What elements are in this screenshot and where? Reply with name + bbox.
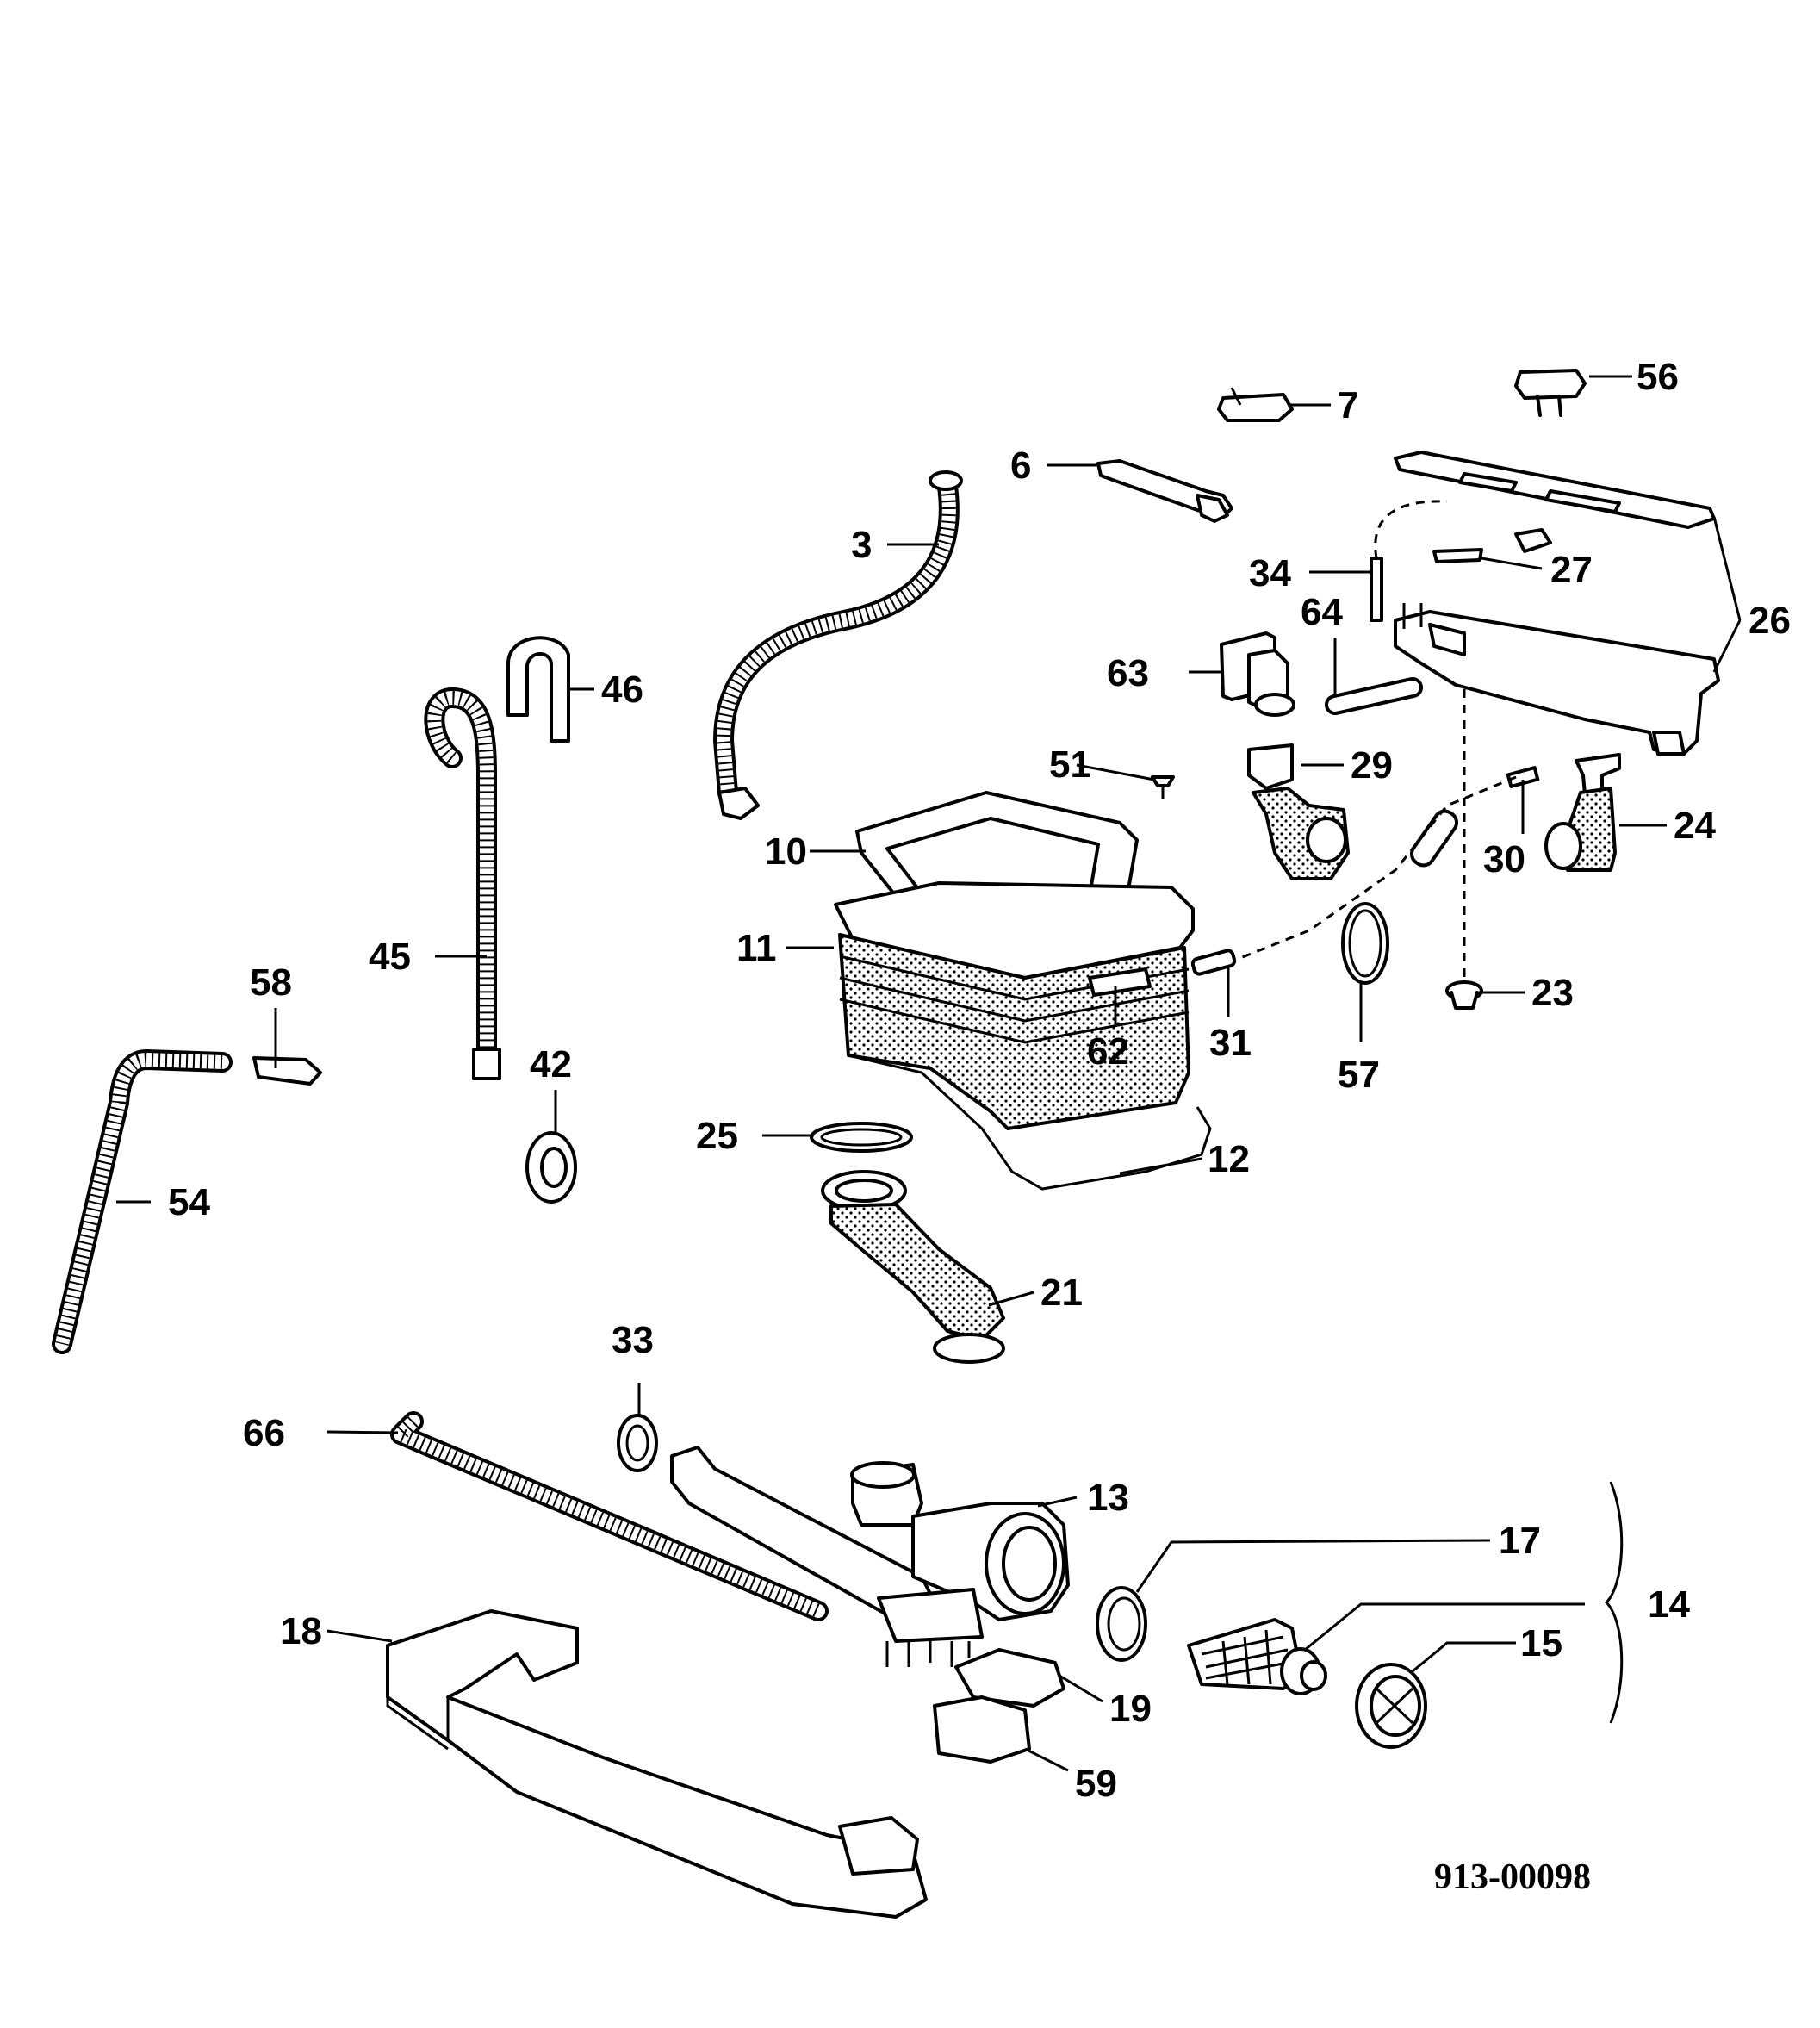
callout-6: 6 [1010,445,1031,487]
callout-25: 25 [696,1115,738,1157]
part-23-plug [1445,980,1483,1010]
part-63-valve [1220,631,1295,717]
part-54-pipe [52,1049,233,1354]
part-14-filter [1187,1618,1327,1695]
callout-58: 58 [250,961,292,1004]
callout-63: 63 [1107,652,1149,694]
part-21-sump-hose [821,1170,1005,1364]
part-26-dispenser-lid [1394,451,1716,529]
part-56-clip [1514,369,1587,417]
callout-59: 59 [1075,1763,1117,1805]
part-64-hose [1325,677,1423,715]
callout-66: 66 [243,1412,285,1454]
part-34-rod [1370,557,1383,622]
callout-64: 64 [1301,591,1343,633]
callout-13: 13 [1087,1477,1129,1519]
callout-27: 27 [1550,549,1593,591]
callout-29: 29 [1351,744,1393,787]
part-57-clamp [1341,902,1389,985]
callout-45: 45 [369,936,411,978]
callout-12: 12 [1208,1138,1250,1180]
part-58-clip [252,1056,322,1086]
callout-62: 62 [1087,1030,1129,1073]
document-number: 913-00098 [1434,1857,1591,1897]
callout-26: 26 [1749,600,1791,642]
part-26-dispenser-body [1394,603,1720,756]
part-29-bellows [1247,743,1350,880]
dash-line-30-31 [1239,775,1517,960]
part-46-hose-hook [506,636,570,743]
callout-15: 15 [1520,1622,1562,1664]
part-13-pump [670,1446,1070,1667]
callout-18: 18 [280,1610,322,1652]
part-18-base [386,1609,928,1919]
callout-30: 30 [1483,838,1525,880]
callout-57: 57 [1338,1054,1380,1096]
callout-24: 24 [1674,805,1716,847]
callout-11: 11 [736,927,777,969]
part-3-inlet-hose [713,470,963,820]
callout-23: 23 [1531,972,1574,1014]
part-27-clips [1432,528,1552,563]
part-66-tube [388,1411,829,1621]
part-59-bracket [933,1695,1031,1764]
callout-56: 56 [1637,356,1679,398]
part-7-clip [1217,387,1294,422]
part-15-cap [1355,1663,1427,1749]
callout-34: 34 [1249,552,1291,594]
callout-7: 7 [1338,384,1358,426]
part-6-lever [1096,459,1233,523]
callout-46: 46 [601,669,643,711]
callout-33: 33 [612,1319,654,1361]
part-45-drain-hose [424,687,501,1080]
part-33-ring [617,1414,658,1472]
dash-line-26-34 [1374,500,1448,559]
brace-14 [1604,1481,1624,1724]
part-24-bellows [1544,753,1621,872]
part-17-seal [1096,1586,1147,1662]
callout-3: 3 [851,524,872,566]
callout-51: 51 [1049,743,1091,786]
leader-lines [116,375,1742,1772]
callout-21: 21 [1040,1272,1083,1314]
part-31-pin [1190,949,1237,976]
part-12-gasket [848,1054,1212,1191]
callout-17: 17 [1499,1520,1541,1562]
callout-19: 19 [1109,1688,1152,1730]
callout-10: 10 [765,830,807,873]
connector-tube [1409,809,1459,868]
callout-31: 31 [1209,1022,1252,1064]
part-11-tub [834,881,1195,1130]
callout-54: 54 [168,1181,210,1223]
part-51-screw [1151,775,1175,799]
part-42-grommet [525,1131,577,1204]
callout-42: 42 [530,1043,572,1086]
part-25-clamp [810,1122,913,1153]
callout-14: 14 [1648,1583,1690,1626]
